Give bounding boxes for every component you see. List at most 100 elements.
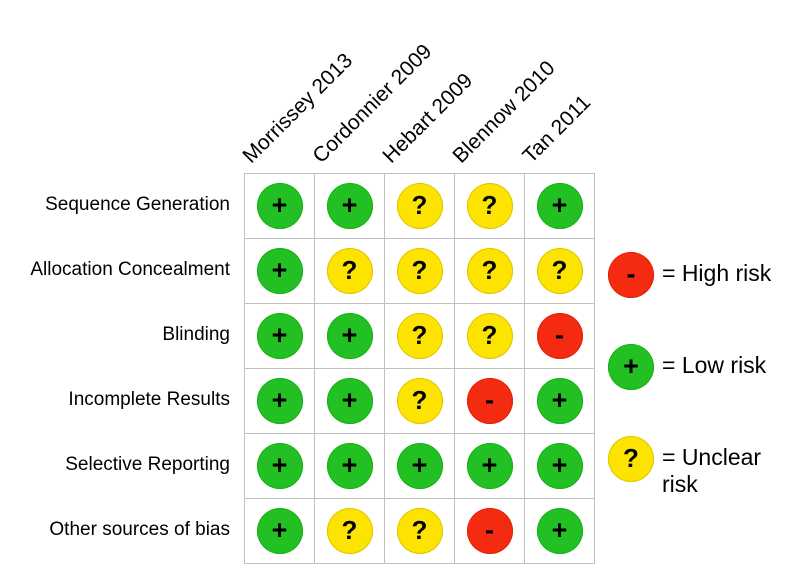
risk-symbol: ?	[623, 443, 639, 473]
risk-cell[interactable]: -	[525, 304, 595, 369]
risk-cell[interactable]: ?	[315, 499, 385, 564]
risk-symbol: +	[341, 189, 358, 220]
row-label: Incomplete Results	[68, 389, 230, 411]
risk-cell[interactable]: +	[245, 499, 315, 564]
risk-symbol: -	[555, 319, 564, 350]
risk-cell[interactable]: +	[525, 499, 595, 564]
table-row: + +? - +	[245, 369, 595, 434]
low-risk-icon: +	[536, 443, 583, 489]
risk-cell[interactable]: ?	[385, 369, 455, 434]
risk-cell[interactable]: ?	[385, 304, 455, 369]
risk-cell[interactable]: +	[385, 434, 455, 499]
risk-cell[interactable]: ?	[385, 174, 455, 239]
risk-cell[interactable]: +	[525, 174, 595, 239]
high-risk-icon: -	[608, 252, 654, 298]
low-risk-icon: +	[256, 183, 303, 229]
unclear-risk-icon: ?	[536, 248, 583, 294]
risk-cell[interactable]: ?	[385, 239, 455, 304]
risk-symbol: ?	[551, 255, 568, 285]
table-row: + +?? +	[245, 174, 595, 239]
risk-cell[interactable]: ?	[385, 499, 455, 564]
risk-symbol: ?	[411, 255, 428, 285]
risk-cell[interactable]: ?	[525, 239, 595, 304]
high-risk-icon: -	[536, 313, 583, 359]
risk-symbol: ?	[481, 190, 498, 220]
risk-symbol: -	[485, 384, 494, 415]
unclear-risk-icon: ?	[326, 248, 373, 294]
unclear-risk-icon: ?	[396, 378, 443, 424]
risk-symbol: -	[626, 258, 636, 289]
table-row: + +?? -	[245, 304, 595, 369]
low-risk-icon: +	[536, 378, 583, 424]
risk-cell[interactable]: +	[245, 434, 315, 499]
unclear-risk-icon: ?	[396, 508, 443, 554]
high-risk-icon: -	[466, 508, 513, 554]
risk-symbol: -	[485, 514, 494, 545]
risk-cell[interactable]: +	[315, 174, 385, 239]
legend: -= High risk+= Low risk?= Unclear risk	[608, 252, 785, 544]
table-row: + + + + +	[245, 434, 595, 499]
low-risk-icon: +	[326, 183, 373, 229]
risk-cell[interactable]: -	[455, 369, 525, 434]
risk-symbol: +	[271, 319, 288, 350]
low-risk-icon: +	[256, 443, 303, 489]
row-label: Blinding	[162, 324, 230, 346]
low-risk-icon: +	[256, 378, 303, 424]
risk-cell[interactable]: +	[525, 369, 595, 434]
risk-cell[interactable]: +	[455, 434, 525, 499]
risk-cell[interactable]: ?	[455, 174, 525, 239]
risk-symbol: +	[411, 449, 428, 480]
risk-cell[interactable]: +	[245, 239, 315, 304]
row-label: Allocation Concealment	[30, 259, 230, 281]
unclear-risk-icon: ?	[396, 313, 443, 359]
risk-symbol: +	[271, 384, 288, 415]
low-risk-icon: +	[326, 378, 373, 424]
risk-symbol: +	[341, 449, 358, 480]
unclear-risk-icon: ?	[608, 436, 654, 482]
risk-symbol: +	[623, 350, 639, 381]
risk-symbol: +	[271, 514, 288, 545]
low-risk-icon: +	[466, 443, 513, 489]
risk-cell[interactable]: +	[245, 369, 315, 434]
risk-cell[interactable]: -	[455, 499, 525, 564]
legend-item: -= High risk	[608, 252, 785, 298]
risk-cell[interactable]: +	[525, 434, 595, 499]
risk-symbol: +	[271, 449, 288, 480]
table-row: +?? - +	[245, 499, 595, 564]
risk-cell[interactable]: +	[315, 369, 385, 434]
risk-symbol: +	[551, 189, 568, 220]
risk-symbol: +	[271, 189, 288, 220]
risk-cell[interactable]: +	[315, 434, 385, 499]
risk-symbol: ?	[411, 385, 428, 415]
unclear-risk-icon: ?	[396, 183, 443, 229]
risk-cell[interactable]: +	[245, 174, 315, 239]
low-risk-icon: +	[256, 508, 303, 554]
risk-symbol: ?	[481, 320, 498, 350]
low-risk-icon: +	[326, 313, 373, 359]
risk-cell[interactable]: +	[245, 304, 315, 369]
risk-symbol: +	[551, 449, 568, 480]
low-risk-icon: +	[608, 344, 654, 390]
risk-cell[interactable]: ?	[315, 239, 385, 304]
low-risk-icon: +	[396, 443, 443, 489]
risk-symbol: ?	[411, 320, 428, 350]
low-risk-icon: +	[256, 313, 303, 359]
legend-item: += Low risk	[608, 344, 785, 390]
table-row: +????	[245, 239, 595, 304]
row-label: Other sources of bias	[49, 519, 230, 541]
row-label: Sequence Generation	[45, 194, 230, 216]
risk-symbol: +	[271, 254, 288, 285]
column-header: Tan 2011	[518, 90, 596, 168]
risk-cell[interactable]: ?	[455, 304, 525, 369]
risk-symbol: +	[341, 319, 358, 350]
risk-symbol: ?	[341, 255, 358, 285]
high-risk-icon: -	[466, 378, 513, 424]
risk-symbol: +	[481, 449, 498, 480]
risk-symbol: ?	[481, 255, 498, 285]
risk-cell[interactable]: +	[315, 304, 385, 369]
low-risk-icon: +	[536, 508, 583, 554]
risk-cell[interactable]: ?	[455, 239, 525, 304]
unclear-risk-icon: ?	[466, 183, 513, 229]
row-label: Selective Reporting	[65, 454, 230, 476]
